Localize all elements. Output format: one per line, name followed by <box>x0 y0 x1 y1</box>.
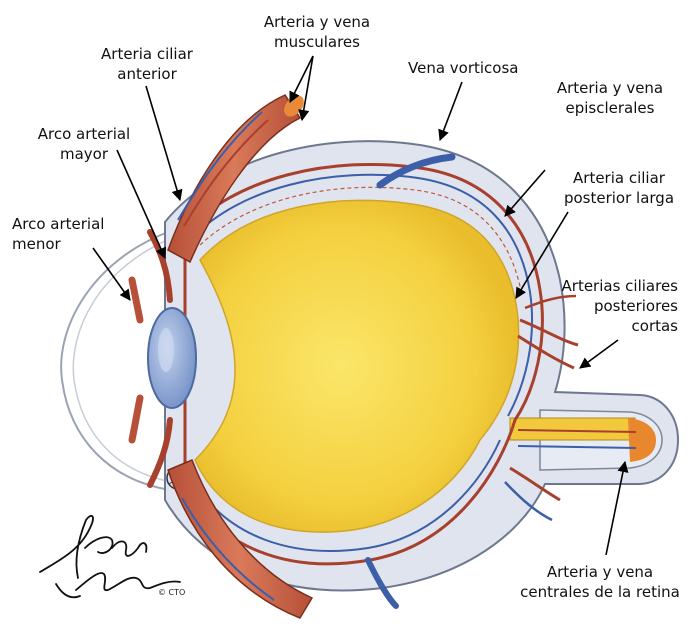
label-line: Arco arterial <box>30 124 138 144</box>
label-line: menor <box>12 234 122 254</box>
label-line: posteriores <box>548 296 678 316</box>
label-line: mayor <box>30 144 138 164</box>
optic-nerve <box>510 418 635 440</box>
copyright-mark: © CTO <box>158 588 185 597</box>
label-arco-arterial-menor: Arco arterial menor <box>12 214 122 254</box>
label-line: episclerales <box>540 98 680 118</box>
label-arteria-vena-musculares: Arteria y vena musculares <box>262 12 372 52</box>
label-line: Arteria ciliar <box>92 44 202 64</box>
label-line: cortas <box>548 316 678 336</box>
signature-drawing <box>40 516 180 597</box>
label-line: centrales de la retina <box>512 582 688 602</box>
label-arteria-vena-episclerales: Arteria y vena episclerales <box>540 78 680 118</box>
label-line: Arteria y vena <box>540 78 680 98</box>
label-line: Arteria y vena <box>512 562 688 582</box>
label-arco-arterial-mayor: Arco arterial mayor <box>30 124 138 164</box>
label-line: anterior <box>92 64 202 84</box>
label-arteria-ciliar-anterior: Arteria ciliar anterior <box>92 44 202 84</box>
label-arteria-vena-centrales-retina: Arteria y vena centrales de la retina <box>512 562 688 602</box>
label-line: posterior larga <box>556 188 682 208</box>
label-line: musculares <box>262 32 372 52</box>
label-vena-vorticosa: Vena vorticosa <box>408 58 519 78</box>
label-line: Vena vorticosa <box>408 58 519 78</box>
label-line: Arco arterial <box>12 214 122 234</box>
label-arterias-ciliares-posteriores-cortas: Arterias ciliares posteriores cortas <box>548 276 678 336</box>
label-line: Arteria y vena <box>262 12 372 32</box>
label-arteria-ciliar-posterior-larga: Arteria ciliar posterior larga <box>556 168 682 208</box>
label-line: Arteria ciliar <box>556 168 682 188</box>
label-line: Arterias ciliares <box>548 276 678 296</box>
